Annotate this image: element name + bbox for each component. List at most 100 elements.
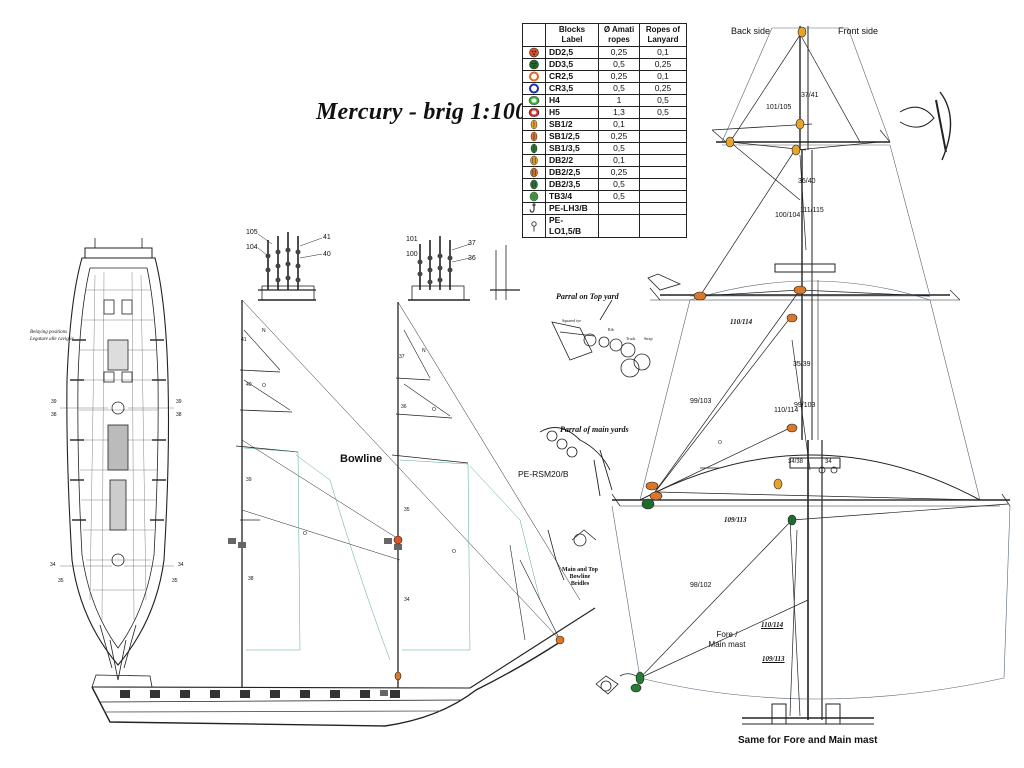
legend-block-label: TB3/4 bbox=[545, 190, 599, 203]
legend-icon-cell bbox=[522, 202, 546, 215]
side-letter: N bbox=[262, 328, 266, 334]
belaying-positions-it-label: Legature alle caviglie bbox=[30, 337, 74, 342]
line-number: 99/103 bbox=[690, 398, 712, 405]
legend-row: PE-LH3/B bbox=[522, 202, 687, 215]
line-number: 110/114 bbox=[761, 621, 784, 629]
heart-block-icon bbox=[528, 108, 540, 117]
side-number: 40 bbox=[246, 382, 252, 388]
deck-number: 34 bbox=[178, 562, 184, 568]
parral-part-label: Strap bbox=[644, 336, 653, 341]
side-letter: O bbox=[432, 407, 436, 413]
legend-lanyard-diameter bbox=[639, 118, 687, 131]
side-letter: N bbox=[422, 348, 426, 354]
legend-icon-cell bbox=[522, 190, 546, 203]
ship-side-elevation bbox=[91, 299, 596, 727]
legend-lanyard-diameter bbox=[639, 142, 687, 155]
legend-header-label: Blocks Label bbox=[545, 23, 599, 47]
legend-block-label: CR3,5 bbox=[545, 82, 599, 95]
legend-rope-diameter: 0,1 bbox=[598, 118, 640, 131]
legend-row: PE-LO1,5/B bbox=[522, 214, 687, 238]
legend-icon-cell bbox=[522, 118, 546, 131]
legend-icon-cell bbox=[522, 130, 546, 143]
pin-number: 36 bbox=[468, 255, 476, 262]
legend-block-label: CR2,5 bbox=[545, 70, 599, 83]
deck-number: 39 bbox=[51, 399, 57, 405]
single-block-icon bbox=[530, 131, 538, 142]
legend-rope-diameter bbox=[598, 214, 640, 238]
legend-rope-diameter: 0,5 bbox=[598, 142, 640, 155]
deck-number: 38 bbox=[51, 412, 57, 418]
legend-icon-cell bbox=[522, 94, 546, 107]
side-number: 37 bbox=[399, 354, 405, 360]
legend-block-label: DB2/3,5 bbox=[545, 178, 599, 191]
side-number: 34 bbox=[404, 597, 410, 603]
double-block-icon bbox=[530, 179, 538, 190]
same-for-fore-main-caption: Same for Fore and Main mast bbox=[738, 735, 878, 746]
legend-lanyard-diameter: 0,1 bbox=[639, 70, 687, 83]
line-number: 98/102 bbox=[690, 582, 712, 589]
legend-rope-diameter bbox=[598, 202, 640, 215]
legend-lanyard-diameter bbox=[639, 214, 687, 238]
legend-icon-cell bbox=[522, 70, 546, 83]
legend-block-label: H4 bbox=[545, 94, 599, 107]
legend-lanyard-diameter: 0,5 bbox=[639, 106, 687, 119]
legend-lanyard-diameter bbox=[639, 154, 687, 167]
legend-icon-cell bbox=[522, 178, 546, 191]
side-number: 39 bbox=[246, 477, 252, 483]
legend-rope-diameter: 0,5 bbox=[598, 58, 640, 71]
legend-lanyard-diameter: 0,5 bbox=[639, 94, 687, 107]
parral-details bbox=[539, 91, 952, 695]
legend-block-label: DB2/2 bbox=[545, 154, 599, 167]
legend-block-label: PE-LO1,5/B bbox=[545, 214, 599, 238]
bridles-label: Main and Top Bowline Bridles bbox=[561, 567, 599, 587]
ring-icon bbox=[529, 71, 539, 82]
legend-header-lanyard: Ropes of Lanyard bbox=[639, 23, 687, 47]
deck-number: 39 bbox=[176, 399, 182, 405]
deck-number: 35 bbox=[172, 578, 178, 584]
front-side-label: Front side bbox=[838, 26, 879, 36]
deck-plan bbox=[60, 238, 174, 681]
side-number: 36 bbox=[401, 404, 407, 410]
legend-icon-cell bbox=[522, 142, 546, 155]
pin-number: 101 bbox=[406, 236, 418, 243]
parral-main-yards-label: Parral of main yards bbox=[560, 425, 629, 434]
pin-number: 41 bbox=[323, 234, 331, 241]
line-number: 34 bbox=[825, 459, 832, 465]
legend-lanyard-diameter bbox=[639, 130, 687, 143]
pin-number: 40 bbox=[323, 251, 331, 258]
legend-rope-diameter: 0,25 bbox=[598, 166, 640, 179]
side-letter: O bbox=[262, 383, 266, 389]
side-letter: O bbox=[718, 440, 722, 446]
bowline-label: Bowline bbox=[340, 453, 383, 465]
line-number: 35/39 bbox=[793, 361, 811, 368]
drawing-title: Mercury - brig 1:100 bbox=[316, 99, 528, 125]
legend-icon-cell bbox=[522, 82, 546, 95]
line-number: 110/114 bbox=[774, 407, 799, 414]
single-block-icon bbox=[530, 119, 538, 130]
line-number: 109/113 bbox=[762, 655, 785, 663]
legend-rope-diameter: 1,3 bbox=[598, 106, 640, 119]
legend-block-label: DD2,5 bbox=[545, 46, 599, 59]
side-letter: O bbox=[303, 531, 307, 537]
legend-block-label: SB1/2,5 bbox=[545, 130, 599, 143]
legend-block-label: PE-LH3/B bbox=[545, 202, 599, 215]
double-deadeye-icon bbox=[529, 47, 539, 58]
pin-number: 105 bbox=[246, 229, 258, 236]
legend-lanyard-diameter bbox=[639, 190, 687, 203]
legend-block-label: DD3,5 bbox=[545, 58, 599, 71]
legend-block-label: SB1/2 bbox=[545, 118, 599, 131]
